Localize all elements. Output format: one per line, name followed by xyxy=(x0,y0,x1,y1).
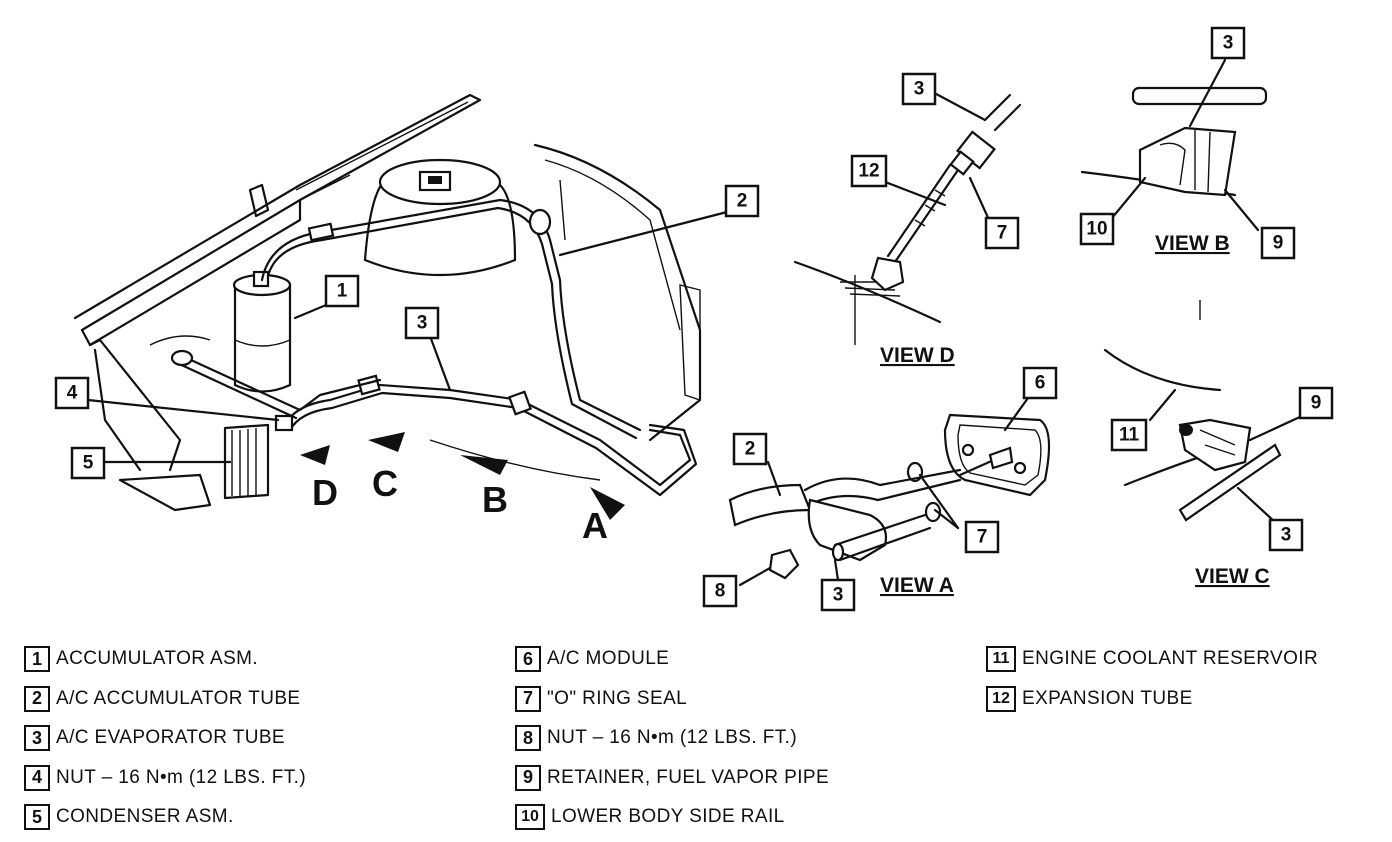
callout-10: 10 xyxy=(1079,212,1115,246)
legend-label: A/C MODULE xyxy=(547,648,670,669)
callout-2-view-a: 2 xyxy=(732,432,768,466)
engine-bay-drawing: D C B A xyxy=(73,93,729,546)
legend-item: 1 ACCUMULATOR ASM. xyxy=(24,644,306,674)
view-c-direction: C xyxy=(372,463,398,504)
callout-7-view-a: 7 xyxy=(964,520,1000,554)
legend-label: LOWER BODY SIDE RAIL xyxy=(551,806,785,827)
ac-line-diagram: D C B A VIEW D xyxy=(54,26,1334,612)
view-a-drawing: VIEW A xyxy=(728,396,1051,597)
callout-3-view-c: 3 xyxy=(1268,518,1304,552)
legend-label: A/C ACCUMULATOR TUBE xyxy=(56,687,301,709)
svg-text:10: 10 xyxy=(1086,219,1107,240)
svg-text:3: 3 xyxy=(417,313,428,334)
legend-item: 3 A/C EVAPORATOR TUBE xyxy=(24,723,306,753)
svg-text:2: 2 xyxy=(745,439,756,460)
view-d-drawing: VIEW D xyxy=(793,86,1022,367)
coolant-reservoir xyxy=(363,158,517,277)
view-b-drawing: VIEW B xyxy=(1080,58,1268,255)
legend-number: 4 xyxy=(24,764,50,791)
legend-item: 2 A/C ACCUMULATOR TUBE xyxy=(24,684,306,714)
legend-label: CONDENSER ASM. xyxy=(56,806,234,827)
view-c-title: VIEW C xyxy=(1195,565,1270,588)
legend-item: 12 EXPANSION TUBE xyxy=(986,684,1318,714)
svg-text:2: 2 xyxy=(737,191,748,212)
legend-number: 12 xyxy=(986,685,1016,712)
svg-text:6: 6 xyxy=(1035,373,1046,394)
legend-item: 9 RETAINER, FUEL VAPOR PIPE xyxy=(515,763,829,793)
legend-column-1: 1 ACCUMULATOR ASM. 2 A/C ACCUMULATOR TUB… xyxy=(24,644,306,842)
svg-text:3: 3 xyxy=(1281,525,1292,546)
legend-number: 7 xyxy=(515,685,541,712)
callout-6: 6 xyxy=(1022,366,1058,400)
svg-text:9: 9 xyxy=(1311,393,1322,414)
callout-5: 5 xyxy=(70,446,106,480)
legend-number: 1 xyxy=(24,646,50,672)
legend-label: EXPANSION TUBE xyxy=(1022,687,1193,709)
view-b-title: VIEW B xyxy=(1155,232,1230,255)
legend-number: 3 xyxy=(24,725,50,751)
legend-number: 11 xyxy=(986,646,1016,672)
svg-text:3: 3 xyxy=(914,79,925,100)
legend-number: 5 xyxy=(24,804,50,830)
svg-text:7: 7 xyxy=(977,527,988,548)
legend-item: 11 ENGINE COOLANT RESERVOIR xyxy=(986,644,1318,674)
callout-9-view-b: 9 xyxy=(1260,226,1296,260)
callout-8: 8 xyxy=(702,574,738,608)
svg-text:1: 1 xyxy=(337,281,348,302)
legend-label: RETAINER, FUEL VAPOR PIPE xyxy=(547,766,830,788)
legend-number: 6 xyxy=(515,646,541,672)
legend-label: A/C EVAPORATOR TUBE xyxy=(56,727,285,748)
callout-3-view-b: 3 xyxy=(1210,26,1246,60)
callout-4: 4 xyxy=(54,376,90,410)
view-a-title: VIEW A xyxy=(880,574,954,597)
legend-label: ENGINE COOLANT RESERVOIR xyxy=(1022,648,1319,669)
callout-11: 11 xyxy=(1110,418,1148,452)
view-b-direction: B xyxy=(482,479,508,520)
view-d-title: VIEW D xyxy=(880,344,955,367)
legend-number: 10 xyxy=(515,804,545,830)
legend-item: 7 "O" RING SEAL xyxy=(515,684,829,714)
legend-item: 10 LOWER BODY SIDE RAIL xyxy=(515,802,829,832)
view-a-direction: A xyxy=(582,505,608,546)
legend-label: NUT – 16 N•m (12 LBS. FT.) xyxy=(547,727,798,748)
svg-text:11: 11 xyxy=(1119,425,1140,446)
callout-3-view-a: 3 xyxy=(820,578,856,612)
svg-text:5: 5 xyxy=(83,453,94,474)
svg-text:4: 4 xyxy=(67,383,78,404)
legend-label: "O" RING SEAL xyxy=(547,687,688,709)
parts-legend: 1 ACCUMULATOR ASM. 2 A/C ACCUMULATOR TUB… xyxy=(0,620,1392,836)
legend-number: 2 xyxy=(24,685,50,712)
view-c-drawing: VIEW C xyxy=(1103,300,1304,588)
svg-text:3: 3 xyxy=(1223,33,1234,54)
legend-item: 8 NUT – 16 N•m (12 LBS. FT.) xyxy=(515,723,829,753)
callout-9-view-c: 9 xyxy=(1298,386,1334,420)
callout-3-view-d: 3 xyxy=(901,72,937,106)
svg-text:3: 3 xyxy=(833,585,844,606)
callout-3-main: 3 xyxy=(404,306,440,340)
svg-text:8: 8 xyxy=(715,581,726,602)
legend-number: 8 xyxy=(515,725,541,751)
legend-label: NUT – 16 N•m (12 LBS. FT.) xyxy=(56,766,307,788)
svg-text:7: 7 xyxy=(997,223,1008,244)
legend-item: 4 NUT – 16 N•m (12 LBS. FT.) xyxy=(24,763,306,793)
legend-item: 6 A/C MODULE xyxy=(515,644,829,674)
legend-label: ACCUMULATOR ASM. xyxy=(56,648,259,669)
legend-column-3: 11 ENGINE COOLANT RESERVOIR 12 EXPANSION… xyxy=(986,644,1318,723)
legend-column-2: 6 A/C MODULE 7 "O" RING SEAL 8 NUT – 16 … xyxy=(515,644,829,842)
legend-number: 9 xyxy=(515,764,541,791)
callout-1: 1 xyxy=(324,274,360,308)
callout-2-main: 2 xyxy=(724,184,760,218)
svg-text:12: 12 xyxy=(858,161,879,182)
callout-7-view-d: 7 xyxy=(984,216,1020,250)
svg-text:9: 9 xyxy=(1273,233,1284,254)
accumulator-canister xyxy=(232,270,292,393)
view-d-direction: D xyxy=(312,472,338,513)
legend-item: 5 CONDENSER ASM. xyxy=(24,802,306,832)
callout-12: 12 xyxy=(850,154,888,188)
